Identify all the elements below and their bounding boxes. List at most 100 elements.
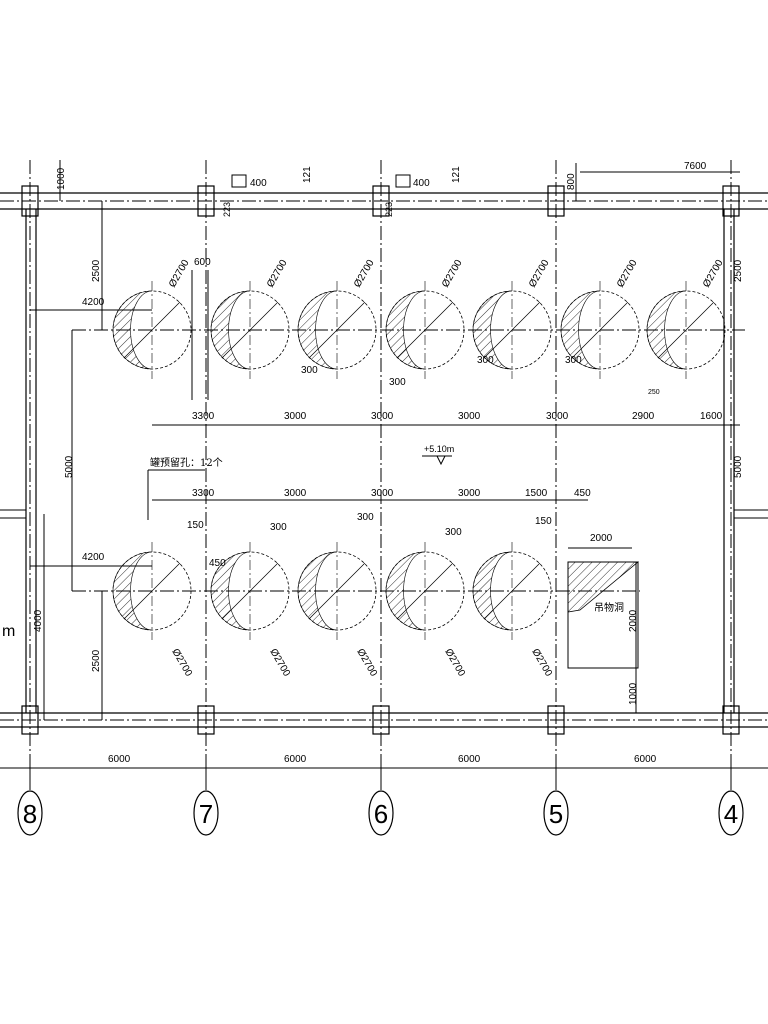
top-tank-diameter-line-0	[123, 301, 181, 359]
top-spacing-5: 2900	[632, 411, 655, 422]
hoist-label: 吊物洞	[594, 601, 624, 614]
axis-bubble-4: 4	[724, 799, 738, 829]
axis-bubble-8: 8	[23, 799, 37, 829]
top-spacing-4: 3000	[546, 411, 569, 422]
bottom-dim-450: 450	[209, 558, 226, 569]
top-tank-diameter-3: Ø2700	[440, 258, 465, 290]
top-edge-dim-left: 2500	[91, 259, 102, 282]
bottom-spacing-3: 3000	[458, 488, 481, 499]
top-small-2: 300	[477, 355, 494, 366]
top-dim-5: 800	[566, 173, 577, 190]
top-tank-outline-3	[385, 290, 465, 370]
top-tank-diameter-1: Ø2700	[265, 258, 290, 290]
top-tank-diameter-0: Ø2700	[167, 258, 192, 290]
top-tank-outline-6	[646, 290, 726, 370]
axis-bubble-5: 5	[549, 799, 563, 829]
axis-bubble-7: 7	[199, 799, 213, 829]
top-dim-3: 400	[413, 178, 430, 189]
top-spacing-3: 3000	[458, 411, 481, 422]
top-tank-3: Ø2700	[385, 258, 465, 379]
bottom-spacing-4: 1500	[525, 488, 548, 499]
bottom-tank-diameter-line-3	[396, 562, 454, 620]
top-dim-2: 121	[302, 166, 313, 183]
right-dimensions: 2500 5000	[733, 259, 744, 478]
top-small-3: 300	[565, 355, 582, 366]
top-dim-0: 1000	[56, 167, 67, 190]
top-tank-diameter-2: Ø2700	[352, 258, 377, 290]
bottom-tank-outline-4	[472, 551, 552, 631]
hoist-width-dim: 2000	[590, 533, 613, 544]
building-frame	[0, 185, 768, 735]
top-spacing-dims: 3300 3000 3000 3000 3000 2900 1600	[152, 411, 740, 426]
top-tank-diameter-line-6	[657, 301, 715, 359]
top-dim-4: 121	[451, 166, 462, 183]
top-tank-outline-5	[560, 290, 640, 370]
top-tank-diameter-line-1	[221, 301, 279, 359]
bottom-tank-outline-1	[210, 551, 290, 631]
top-tank-diameter-line-4	[483, 301, 541, 359]
top-tank-diameter-5: Ø2700	[615, 258, 640, 290]
top-spacing-2: 3000	[371, 411, 394, 422]
bottom-edge-dim-left: 2500	[91, 649, 102, 672]
hoist-offset-dim: 1000	[628, 682, 639, 705]
top-tank-outline-1	[210, 290, 290, 370]
axis-bubble-6: 6	[374, 799, 388, 829]
top-small-0: 300	[301, 365, 318, 376]
top-edge-dim-right: 2500	[733, 259, 744, 282]
bottom-small-2: 300	[357, 512, 374, 523]
bottom-spacing-2: 3000	[371, 488, 394, 499]
top-tank-1: Ø2700	[210, 258, 290, 379]
top-tank-diameter-line-3	[396, 301, 454, 359]
bay-dim-0: 6000	[108, 754, 131, 765]
bottom-tank-diameter-line-1	[221, 562, 279, 620]
top-tank-diameter-4: Ø2700	[527, 258, 552, 290]
top-spacing-0: 3300	[192, 411, 215, 422]
top-tank-outline-0	[112, 290, 192, 370]
bottom-tank-2: Ø2700	[297, 542, 379, 679]
tank-row-centerlines	[72, 329, 745, 592]
bottom-tank-diameter-3: Ø2700	[442, 647, 467, 679]
top-small-1: 300	[389, 377, 406, 388]
grid-axis-lines	[29, 160, 732, 790]
bottom-tank-diameter-line-2	[308, 562, 366, 620]
bottom-tank-diameter-4: Ø2700	[529, 647, 554, 679]
hoist-height-dim: 2000	[628, 609, 639, 632]
top-gap-600: 600	[194, 257, 211, 268]
bottom-offset-left: 4200	[82, 552, 105, 563]
bottom-tank-diameter-1: Ø2700	[267, 647, 292, 679]
bottom-tank-3: Ø2700	[385, 542, 467, 679]
dim-5000-left: 5000	[64, 455, 75, 478]
top-tank-0: Ø2700	[112, 258, 192, 379]
top-offset-left: 4200	[82, 297, 105, 308]
bottom-tank-outline-3	[385, 551, 465, 631]
tank-reserve-note: 罐预留孔：12个	[150, 456, 223, 469]
bottom-spacing-5: 450	[574, 488, 591, 499]
bottom-small-3: 300	[445, 527, 462, 538]
top-tank-2: Ø2700	[297, 258, 377, 379]
detail-dims: 600 300 300 300 300 250 150 300 300 300 …	[187, 257, 660, 569]
top-labels: 1000 400 121 400 121 800 7600 223 223	[56, 160, 740, 217]
top-small-label-0: 223	[222, 202, 232, 217]
bottom-tank-diameter-2: Ø2700	[354, 647, 379, 679]
top-tank-outline-2	[297, 290, 377, 370]
bottom-small-0: 150	[187, 520, 204, 531]
bottom-tank-diameter-line-0	[123, 562, 181, 620]
axis-bubbles: 8 7 6 5 4	[17, 790, 744, 836]
hoist-opening: 吊物洞 2000 2000 1000	[567, 533, 640, 713]
left-dimensions: 4200 4200 2500 5000 2500 4000	[30, 201, 152, 720]
bay-dim-1: 6000	[284, 754, 307, 765]
bottom-small-1: 300	[270, 522, 287, 533]
top-small-label-1: 223	[384, 202, 394, 217]
bottom-tank-4: Ø2700	[472, 542, 554, 679]
bottom-tank-outline-2	[297, 551, 377, 631]
bay-dimension-line: 6000 6000 6000 6000	[0, 754, 768, 776]
middle-notes: 罐预留孔：12个 +5.10m	[147, 444, 454, 520]
top-dim-6: 7600	[684, 161, 707, 172]
left-edge-text: m	[2, 623, 15, 640]
bottom-spacing-0: 3300	[192, 488, 215, 499]
top-spacing-6: 1600	[700, 411, 723, 422]
bottom-small-4: 150	[535, 516, 552, 527]
